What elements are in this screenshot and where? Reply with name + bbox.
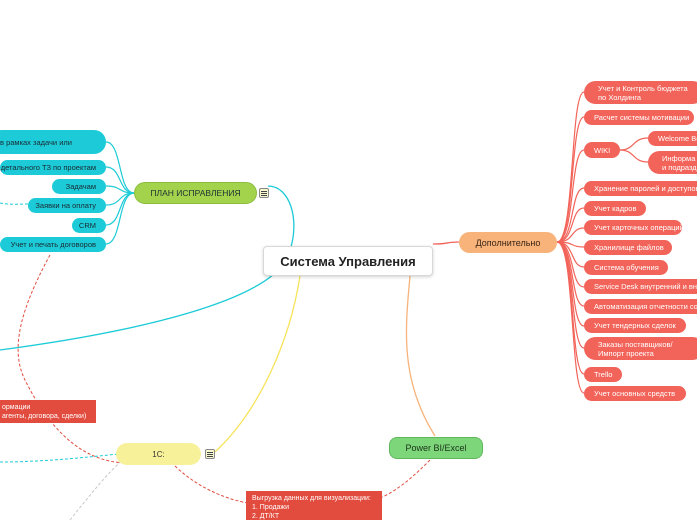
extra-item-label: Учет кадров <box>594 204 637 213</box>
wiki-child[interactable]: Информа и подразд <box>648 151 697 174</box>
extra-item-label: Учет и Контроль бюджета по Холдинга <box>598 83 688 102</box>
extra-topic[interactable]: Дополнительно <box>459 232 557 253</box>
extra-item-label: Service Desk внутренний и вн <box>594 282 697 291</box>
plan-item-label: Задачам <box>65 182 96 191</box>
extra-item[interactable]: Расчет системы мотивации <box>584 110 694 125</box>
connector-left-branch <box>0 261 286 351</box>
extra-item-label: Расчет системы мотивации <box>594 113 690 122</box>
extra-item-wiki[interactable]: WIKI <box>584 142 620 158</box>
plan-item[interactable]: детального ТЗ по проектам <box>0 160 106 175</box>
extra-item-connectors <box>556 91 649 394</box>
dashed-red-powerbi <box>379 457 433 499</box>
note-left-text: ормации агенты, договора, сделки) <box>2 404 87 420</box>
extra-item[interactable]: Учет карточных операций <box>584 220 682 235</box>
extra-item[interactable]: Учет тендерных сделок <box>584 318 686 333</box>
extra-topic-label: Дополнительно <box>475 237 541 248</box>
plan-item-label: в рамках задачи или <box>0 137 72 147</box>
extra-item[interactable]: Service Desk внутренний и вн <box>584 279 697 294</box>
dashed-cyan-bottom <box>0 453 119 463</box>
extra-item-label: Автоматизация отчетности со <box>594 302 697 311</box>
extra-item[interactable]: Хранение паролей и доступов <box>584 181 697 196</box>
plan-item[interactable]: Заявки на оплату <box>28 198 106 213</box>
extra-item-label: Учет основных средств <box>594 389 676 398</box>
central-topic-label: Система Управления <box>280 253 416 269</box>
dashed-cyan-top <box>0 202 29 205</box>
extra-item-label: Система обучения <box>594 263 659 272</box>
extra-item-label: Учет карточных операций <box>594 223 682 232</box>
plan-collapse-icon[interactable] <box>259 188 269 198</box>
extra-item[interactable]: Учет кадров <box>584 201 646 216</box>
extra-item-label: Хранилище файлов <box>594 243 664 252</box>
connector-plan <box>267 185 295 251</box>
wiki-child-label: Информа и подразд <box>662 153 697 172</box>
plan-topic[interactable]: ПЛАН ИСПРАВЛЕНИЯ <box>134 182 257 204</box>
connector-extra <box>432 241 460 245</box>
plan-item-label: CRM <box>78 221 96 230</box>
note-bottom[interactable]: Выгрузка данных для визуализации: 1. Про… <box>246 491 382 520</box>
extra-item-label: Trello <box>594 370 613 379</box>
extra-item-label: Учет тендерных сделок <box>594 321 676 330</box>
wiki-child-label: Welcome Bo <box>658 134 697 143</box>
note-bottom-text: Выгрузка данных для визуализации: 1. Про… <box>252 495 371 520</box>
extra-item[interactable]: Учет и Контроль бюджета по Холдинга <box>584 81 697 104</box>
central-topic[interactable]: Система Управления <box>263 246 433 276</box>
onec-topic-label: 1С: <box>152 449 165 459</box>
plan-item[interactable]: Задачам <box>52 179 106 194</box>
extra-item[interactable]: Хранилище файлов <box>584 240 672 255</box>
extra-item[interactable]: Автоматизация отчетности со <box>584 299 697 314</box>
extra-item[interactable]: Система обучения <box>584 260 668 275</box>
dashed-red-left <box>17 254 141 464</box>
extra-item[interactable]: Заказы поставщиков/Импорт проекта <box>584 337 697 360</box>
connector-onec <box>214 275 301 453</box>
plan-item-connectors <box>105 141 135 245</box>
extra-item[interactable]: Учет основных средств <box>584 386 686 401</box>
plan-topic-label: ПЛАН ИСПРАВЛЕНИЯ <box>150 188 241 198</box>
plan-item-label: Заявки на оплату <box>35 201 96 210</box>
onec-topic[interactable]: 1С: <box>116 443 201 465</box>
note-left[interactable]: ормации агенты, договора, сделки) <box>0 400 96 423</box>
dashed-gray <box>69 457 126 520</box>
powerbi-topic-label: Power BI/Excel <box>405 443 467 453</box>
plan-item-label: детального ТЗ по проектам <box>0 163 96 172</box>
extra-item-label: WIKI <box>594 145 611 155</box>
plan-item[interactable]: CRM <box>72 218 106 233</box>
extra-item-label: Заказы поставщиков/Импорт проекта <box>598 339 673 358</box>
wiki-child[interactable]: Welcome Bo <box>648 131 697 146</box>
extra-item-label: Хранение паролей и доступов <box>594 184 697 193</box>
plan-item[interactable]: в рамках задачи или <box>0 130 106 154</box>
extra-item[interactable]: Trello <box>584 367 622 382</box>
dashed-red-bottom <box>174 465 249 504</box>
connector-powerbi <box>405 275 436 437</box>
plan-item[interactable]: Учет и печать договоров <box>0 237 106 252</box>
plan-item-label: Учет и печать договоров <box>10 240 96 249</box>
powerbi-topic[interactable]: Power BI/Excel <box>389 437 483 459</box>
onec-collapse-icon[interactable] <box>205 449 215 459</box>
